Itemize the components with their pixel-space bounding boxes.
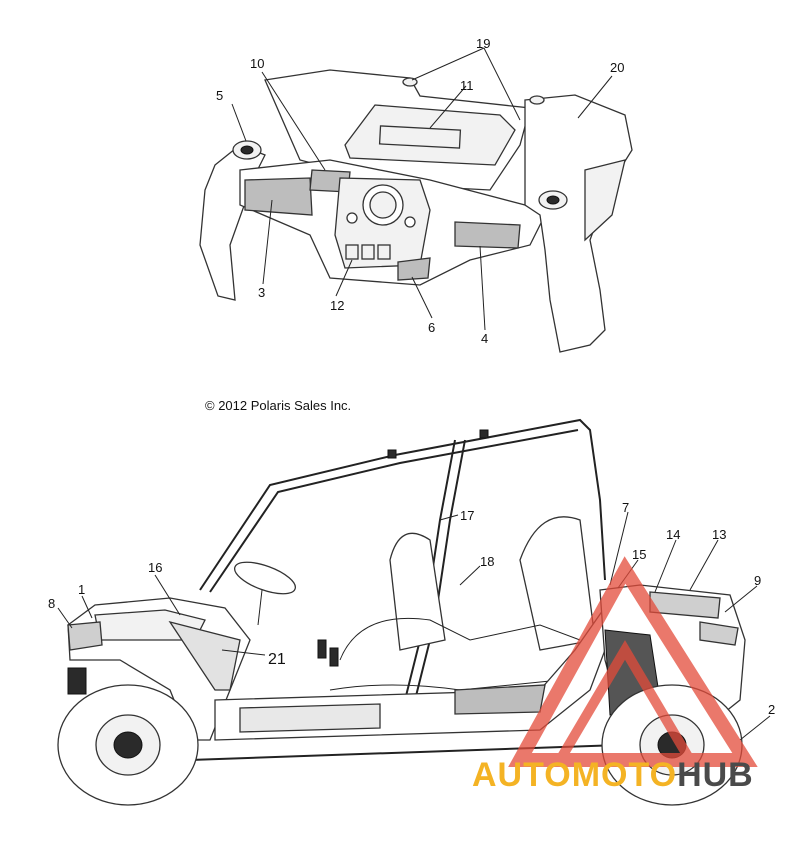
callout-13: 13 (712, 527, 726, 542)
callout-9: 9 (754, 573, 761, 588)
callout-18: 18 (480, 554, 494, 569)
vehicle-side-view (57, 418, 746, 806)
callout-15: 15 (632, 547, 646, 562)
callout-2: 2 (768, 702, 775, 717)
leader-lines-top (231, 47, 613, 331)
watermark-text-primary: AUTOMOTO (472, 756, 678, 794)
callout-19: 19 (476, 36, 490, 51)
callout-8: 8 (48, 596, 55, 611)
callout-3: 3 (258, 285, 265, 300)
dashboard-assembly (199, 69, 633, 353)
copyright-notice: © 2012 Polaris Sales Inc. (205, 398, 352, 413)
callout-1: 1 (78, 582, 85, 597)
callout-10: 10 (250, 56, 264, 71)
callout-7: 7 (622, 500, 629, 515)
callout-20: 20 (610, 60, 624, 75)
front-wheel (57, 684, 199, 806)
watermark-text-secondary: HUB (677, 756, 754, 794)
callout-21: 21 (268, 651, 286, 668)
callout-16: 16 (148, 560, 162, 575)
callout-17: 17 (460, 508, 474, 523)
watermark-logo-mark (508, 556, 758, 767)
callout-5: 5 (216, 88, 223, 103)
callout-4: 4 (481, 331, 488, 346)
callout-labels: 19 10 20 11 5 3 12 6 4 17 7 14 13 15 16 … (48, 36, 775, 717)
callout-6: 6 (428, 320, 435, 335)
callout-11: 11 (460, 78, 474, 93)
watermark-logo: AUTOMOTOHUB (472, 756, 754, 795)
callout-12: 12 (330, 298, 344, 313)
callout-14: 14 (666, 527, 680, 542)
